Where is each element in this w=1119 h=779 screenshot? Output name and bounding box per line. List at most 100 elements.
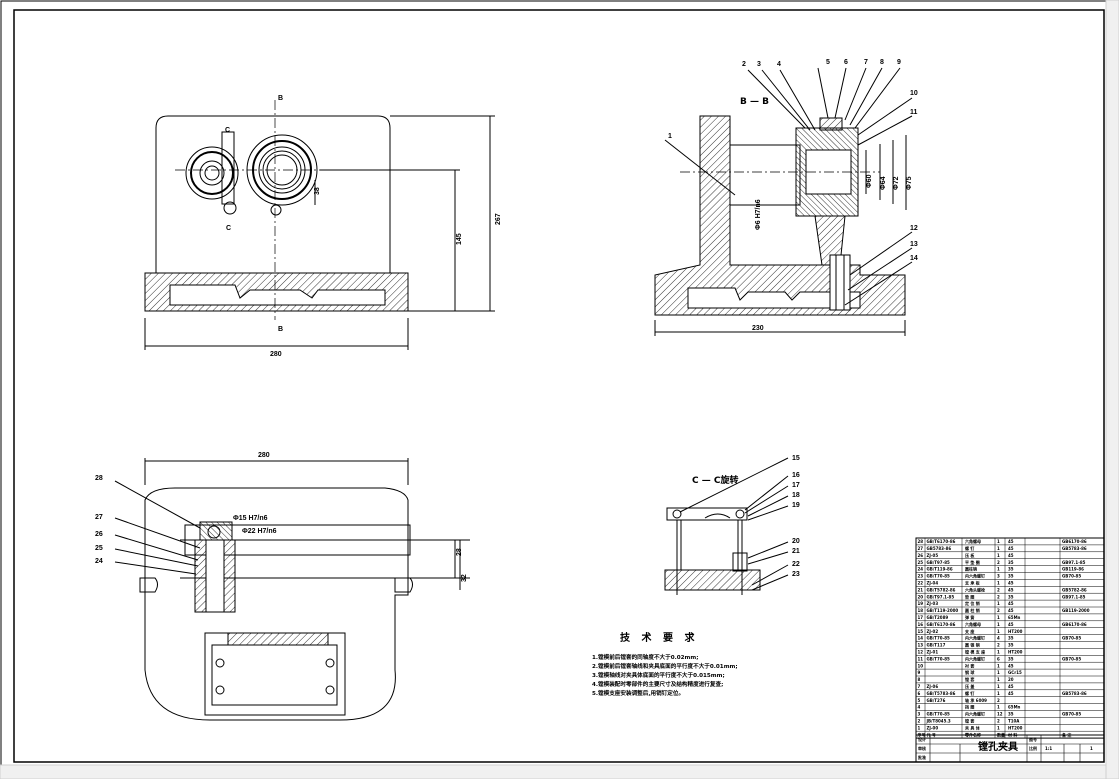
- balloon-17: 17: [792, 482, 800, 489]
- bom-cell: 45: [1008, 691, 1014, 696]
- bom-cell: GB/T5782-86: [927, 587, 956, 592]
- bom-cell: 1: [997, 650, 1000, 655]
- section-mark-b-top: B: [278, 95, 283, 102]
- title-block-approve: 批准: [918, 754, 926, 760]
- bom-cell: 6: [918, 691, 921, 696]
- bom-cell: 20: [918, 594, 924, 599]
- bom-cell: 1: [997, 677, 1000, 682]
- bom-cell: 1: [918, 725, 921, 730]
- dim-section-width: 230: [752, 325, 764, 332]
- bom-cell: 1: [997, 725, 1000, 730]
- bom-cell: 35: [1008, 567, 1014, 572]
- fit-top-a: Φ15 H7/n6: [233, 515, 268, 522]
- balloon-18: 18: [792, 492, 800, 499]
- bom-cell: GB/T119-2000: [927, 608, 959, 613]
- bom-cell: 1: [997, 629, 1000, 634]
- bom-cell: 六角螺母: [965, 621, 981, 627]
- bom-cell: JB/T8045.3: [926, 719, 951, 724]
- bom-cell: ZJ-05: [927, 553, 939, 558]
- scrollbar-right[interactable]: [1105, 0, 1119, 779]
- bom-cell: 12: [918, 650, 924, 655]
- bom-header: 数量: [996, 731, 1005, 737]
- bom-cell: 1: [997, 615, 1000, 620]
- bom-cell: GB/T97-85: [927, 560, 951, 565]
- bom-cell: 65Mn: [1008, 615, 1021, 620]
- bom-cell: GB119-2000: [1062, 608, 1090, 613]
- balloon-25: 25: [95, 545, 103, 552]
- section-mark-c-top: C: [225, 127, 230, 134]
- bom-cell: 20: [1008, 677, 1014, 682]
- bom-cell: GB70-85: [1062, 712, 1081, 717]
- bom-cell: 35: [1008, 636, 1014, 641]
- bom-cell: ZJ-00: [927, 725, 939, 730]
- bom-cell: 支 座: [964, 628, 974, 634]
- bom-cell: GB97.1-85: [1062, 560, 1086, 565]
- bom-cell: 3: [997, 574, 1000, 579]
- balloon-19: 19: [792, 502, 800, 509]
- bom-cell: 镗 套: [965, 676, 974, 682]
- section-bb-title: B — B: [740, 97, 769, 107]
- scrollbar-bottom[interactable]: [0, 764, 1107, 779]
- bom-cell: 45: [1008, 581, 1014, 586]
- balloon-13: 13: [910, 241, 918, 248]
- bom-cell: 1: [997, 581, 1000, 586]
- bom-cell: 弹 簧: [965, 614, 974, 620]
- balloon-22: 22: [792, 561, 800, 568]
- bom-cell: GB6170-86: [1062, 622, 1087, 627]
- bom-cell: GB5783-86: [927, 546, 952, 551]
- dim-top-r2: 32: [461, 574, 468, 582]
- bom-header: 材 料: [1007, 731, 1017, 737]
- bom-cell: 1: [997, 539, 1000, 544]
- bom-cell: 2: [997, 719, 1000, 724]
- bom-cell: 1: [997, 553, 1000, 558]
- bom-cell: ZJ-02: [927, 629, 939, 634]
- bom-cell: 35: [1008, 560, 1014, 565]
- bom-cell: 2: [997, 698, 1000, 703]
- bom-cell: 1: [997, 601, 1000, 606]
- balloon-12: 12: [910, 225, 918, 232]
- bom-cell: 压 盖: [965, 683, 974, 689]
- balloon-24: 24: [95, 558, 103, 565]
- bom-cell: 2: [997, 608, 1000, 613]
- bom-cell: GB/T70-85: [927, 636, 951, 641]
- bom-cell: 内六角螺钉: [965, 573, 985, 579]
- bom-cell: 35: [1008, 712, 1014, 717]
- balloon-3: 3: [757, 61, 761, 68]
- bom-header: 序号: [917, 731, 926, 737]
- bom-cell: GB/T117: [927, 643, 946, 648]
- dim-section-0: Φ60: [866, 174, 873, 188]
- title-block-sheet-label: 图号: [1029, 736, 1037, 742]
- bom-cell: 夹 具 体: [965, 724, 981, 730]
- bom-cell: 45: [1008, 587, 1014, 592]
- dim-section-2: Φ72: [893, 176, 900, 190]
- balloon-11: 11: [910, 109, 918, 116]
- bom-cell: 1: [997, 705, 1000, 710]
- bom-cell: 45: [1008, 539, 1014, 544]
- bom-cell: 2: [997, 643, 1000, 648]
- balloon-10: 10: [910, 90, 918, 97]
- balloon-27: 27: [95, 514, 103, 521]
- bom-cell: 5: [918, 698, 921, 703]
- front-view: [144, 100, 495, 350]
- bom-cell: 圆 柱 销: [965, 607, 980, 613]
- balloon-26: 26: [95, 531, 103, 538]
- bom-cell: 1: [997, 670, 1000, 675]
- title-block-scale-label: 比例: [1029, 745, 1037, 751]
- bom-cell: 压 板: [965, 552, 975, 558]
- bom-cell: 35: [1008, 574, 1014, 579]
- bom-header: 备 注: [1061, 731, 1071, 737]
- bom-cell: ZJ-06: [927, 684, 939, 689]
- bom-cell: 4: [997, 636, 1000, 641]
- bom-cell: ZJ-03: [927, 601, 939, 606]
- bom-cell: 22: [918, 581, 924, 586]
- bom-cell: GB/T5783-86: [927, 691, 956, 696]
- bom-cell: 35: [1008, 656, 1014, 661]
- bom-cell: ZJ-04: [927, 581, 939, 586]
- bom-cell: 6: [997, 656, 1000, 661]
- bom-cell: 23: [918, 574, 924, 579]
- fit-section: Φ6 H7/n6: [755, 199, 762, 230]
- dim-front-small: 38: [314, 187, 321, 195]
- section-view-bb: [654, 67, 913, 336]
- bom-cell: 45: [1008, 546, 1014, 551]
